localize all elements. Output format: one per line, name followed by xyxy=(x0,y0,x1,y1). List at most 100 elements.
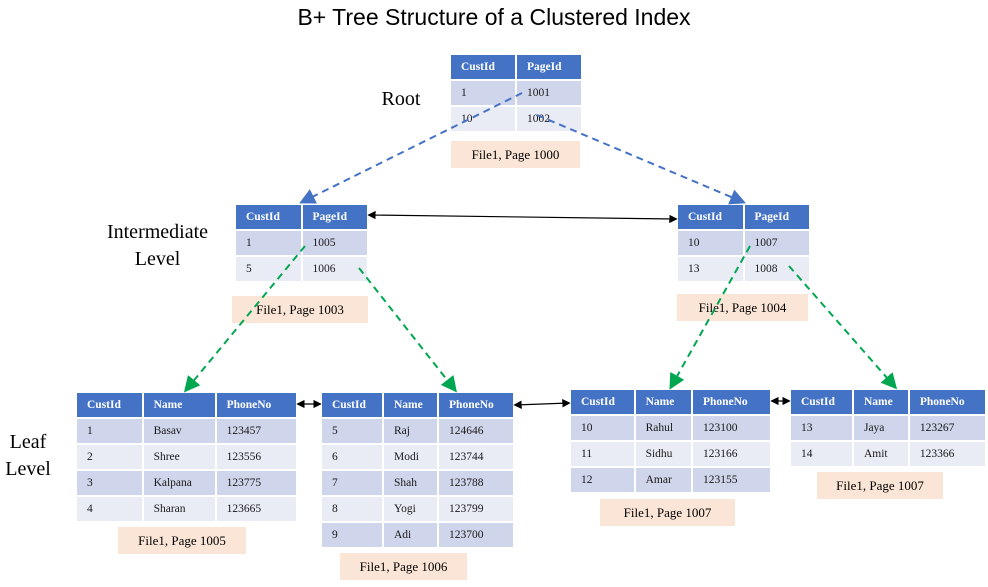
table-cell: Rahul xyxy=(635,416,693,442)
column-header: Name xyxy=(383,393,440,419)
table-cell: Shah xyxy=(383,471,440,497)
intermediate-left-to-leaf-2-arrow xyxy=(358,267,457,393)
leaf-node-2-caption: File1, Page 1006 xyxy=(340,553,467,580)
table-cell: 123100 xyxy=(692,416,770,442)
table-cell: 13 xyxy=(791,416,854,442)
intermediate-level-label: Intermediate Level xyxy=(80,219,235,273)
table-cell: Shree xyxy=(143,445,217,471)
column-header: PhoneNo xyxy=(439,393,513,419)
table-cell: 1 xyxy=(77,419,144,445)
column-header: PageId xyxy=(302,205,367,231)
intermediate-level-label-line2: Level xyxy=(134,248,181,270)
table-cell: 1 xyxy=(451,81,517,107)
column-header: CustId xyxy=(236,205,303,231)
column-header: CustId xyxy=(322,393,384,419)
table-cell: 123366 xyxy=(909,442,985,468)
table-cell: Kalpana xyxy=(143,471,217,497)
intermediate-level-label-line1: Intermediate xyxy=(106,221,209,243)
table-cell: 10 xyxy=(571,416,636,442)
table-cell: 1007 xyxy=(744,231,809,257)
column-header: CustId xyxy=(571,390,636,416)
table-cell: 4 xyxy=(77,497,144,523)
leaf-node-4-caption: File1, Page 1007 xyxy=(817,472,943,499)
table-cell: 123556 xyxy=(216,445,296,471)
table-cell: 123457 xyxy=(216,419,296,445)
intermediate-node-right-caption: File1, Page 1004 xyxy=(677,294,808,321)
table-cell: 1001 xyxy=(517,81,581,107)
column-header: Name xyxy=(853,390,910,416)
table-cell: 123700 xyxy=(439,523,513,549)
table-cell: 1005 xyxy=(302,231,367,257)
table-cell: 12 xyxy=(571,468,636,494)
table-cell: 13 xyxy=(678,257,745,283)
table-cell: 10 xyxy=(451,107,517,133)
column-header: Name xyxy=(635,390,693,416)
table-cell: 3 xyxy=(77,471,144,497)
leaf-node-1-caption: File1, Page 1005 xyxy=(118,527,246,554)
table-cell: 123788 xyxy=(439,471,513,497)
table-cell: 123267 xyxy=(909,416,985,442)
table-cell: 5 xyxy=(322,419,384,445)
column-header: CustId xyxy=(77,393,144,419)
column-header: PhoneNo xyxy=(216,393,296,419)
table-cell: 11 xyxy=(571,442,636,468)
table-cell: 123799 xyxy=(439,497,513,523)
column-header: PageId xyxy=(517,55,581,81)
root-node-caption: File1, Page 1000 xyxy=(451,141,580,168)
leaf-level-label-line2: Level xyxy=(5,458,51,480)
table-cell: Jaya xyxy=(853,416,910,442)
table-cell: 7 xyxy=(322,471,384,497)
table-cell: 124646 xyxy=(439,419,513,445)
root-to-intermediate-right-arrow xyxy=(536,114,746,205)
table-cell: Adi xyxy=(383,523,440,549)
intermediate-left-to-leaf-1-arrow xyxy=(183,245,306,393)
table-cell: Modi xyxy=(383,445,440,471)
table-cell: 123155 xyxy=(692,468,770,494)
column-header: CustId xyxy=(451,55,517,81)
table-cell: 8 xyxy=(322,497,384,523)
table-cell: 123775 xyxy=(216,471,296,497)
leaf-node-3-caption: File1, Page 1007 xyxy=(600,499,735,526)
table-cell: 1 xyxy=(236,231,303,257)
column-header: PageId xyxy=(744,205,809,231)
column-header: CustId xyxy=(791,390,854,416)
column-header: PhoneNo xyxy=(692,390,770,416)
table-cell: Basav xyxy=(143,419,217,445)
diagram-title: B+ Tree Structure of a Clustered Index xyxy=(297,4,691,30)
leaf-2-3-sibling-link xyxy=(513,399,571,409)
table-cell: Yogi xyxy=(383,497,440,523)
table-cell: 9 xyxy=(322,523,384,549)
table-cell: 1008 xyxy=(744,257,809,283)
table-cell: 123166 xyxy=(692,442,770,468)
leaf-level-label-line1: Leaf xyxy=(9,431,47,453)
intermediate-right-to-leaf-3-arrow xyxy=(669,245,751,390)
